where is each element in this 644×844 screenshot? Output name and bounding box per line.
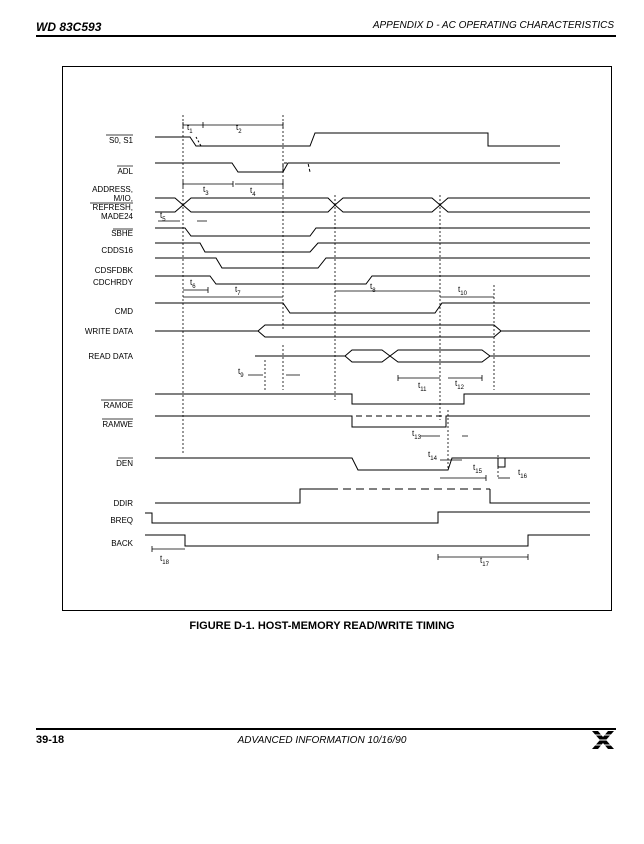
footer-notice: ADVANCED INFORMATION 10/16/90 — [237, 735, 407, 746]
svg-text:t3: t3 — [203, 185, 209, 197]
wd-logo-icon — [592, 731, 614, 749]
waveform-cdsfdbk — [155, 257, 590, 269]
t8-sub: 8 — [372, 288, 376, 294]
waveform-den — [155, 457, 590, 471]
svg-text:t18: t18 — [160, 554, 170, 566]
waveform-write-data — [155, 324, 590, 338]
svg-text:t11: t11 — [418, 381, 427, 393]
t18-sub: 18 — [162, 560, 169, 566]
label-den: DEN — [116, 459, 133, 468]
waveform-s0s1 — [155, 132, 560, 147]
svg-text:t10: t10 — [458, 285, 468, 297]
label-read-data: READ DATA — [88, 352, 133, 361]
svg-text:t4: t4 — [250, 186, 256, 198]
svg-text:t8: t8 — [370, 282, 376, 294]
t11-sub: 11 — [420, 387, 427, 393]
svg-text:t9: t9 — [238, 367, 244, 379]
label-ramoe: RAMOE — [104, 401, 133, 410]
svg-text:t1: t1 — [187, 123, 193, 135]
t7-sub: 7 — [237, 291, 241, 297]
header-section-title: APPENDIX D - AC OPERATING CHARACTERISTIC… — [372, 20, 614, 31]
header-rule — [36, 35, 616, 37]
waveform-sbhe — [155, 227, 590, 237]
t6-sub: 6 — [192, 284, 196, 290]
footer-rule — [36, 728, 616, 730]
waveform-ddir — [155, 488, 590, 504]
waveform-ramoe — [155, 393, 590, 405]
label-refresh: REFRESH, — [93, 203, 133, 212]
timing-reference-lines — [182, 115, 499, 478]
t5-sub: 5 — [162, 217, 166, 223]
label-ddir: DDIR — [113, 499, 133, 508]
t17-sub: 17 — [482, 562, 489, 568]
header-part-number: WD 83C593 — [36, 20, 102, 34]
waveform-cdchrdy — [155, 275, 590, 285]
timing-arrows — [151, 122, 529, 560]
svg-text:t12: t12 — [455, 379, 465, 391]
t13-sub: 13 — [414, 435, 421, 441]
t15-sub: 15 — [475, 469, 482, 475]
svg-text:t6: t6 — [190, 278, 196, 290]
signal-overlines — [90, 134, 133, 459]
waveform-address — [155, 197, 590, 213]
label-back: BACK — [111, 539, 133, 548]
label-write-data: WRITE DATA — [85, 327, 134, 336]
t4-sub: 4 — [252, 192, 256, 198]
svg-text:t5: t5 — [160, 211, 166, 223]
label-cmd: CMD — [115, 307, 133, 316]
label-cdchrdy: CDCHRDY — [93, 278, 134, 287]
waveform-adl — [155, 162, 560, 173]
waveform-back — [145, 534, 590, 547]
label-sbhe: SBHE — [111, 229, 133, 238]
svg-text:t7: t7 — [235, 285, 241, 297]
label-cdsfdbk: CDSFDBK — [95, 266, 134, 275]
figure-caption: FIGURE D-1. HOST-MEMORY READ/WRITE TIMIN… — [189, 620, 455, 632]
waveform-cmd — [155, 302, 590, 314]
waveform-read-data — [255, 349, 590, 363]
t12-sub: 12 — [457, 385, 464, 391]
waveform-cdds16 — [155, 242, 590, 253]
label-mio: M/IO, — [113, 194, 133, 203]
label-cdds16: CDDS16 — [101, 246, 133, 255]
label-s0s1: S0, S1 — [109, 136, 134, 145]
t1-sub: 1 — [189, 129, 193, 135]
waveform-breq — [145, 511, 590, 524]
signal-labels: S0, S1 ADL ADDRESS, M/IO, REFRESH, MADE2… — [85, 136, 134, 548]
t9-sub: 9 — [240, 373, 244, 379]
label-made24: MADE24 — [101, 212, 134, 221]
svg-text:t13: t13 — [412, 429, 422, 441]
timing-labels: t1 t2 t3 t4 t5 t6 t7 t8 t10 t9 t11 t12 t… — [160, 123, 528, 568]
label-breq: BREQ — [110, 516, 133, 525]
svg-text:t16: t16 — [518, 468, 528, 480]
t2-sub: 2 — [238, 129, 242, 135]
label-ramwe: RAMWE — [102, 420, 133, 429]
t16-sub: 16 — [520, 474, 527, 480]
svg-text:t17: t17 — [480, 556, 490, 568]
label-address: ADDRESS, — [92, 185, 133, 194]
figure-frame — [62, 66, 612, 611]
svg-text:t15: t15 — [473, 463, 483, 475]
label-adl: ADL — [117, 167, 133, 176]
t3-sub: 3 — [205, 191, 209, 197]
waveform-ramwe — [155, 415, 590, 428]
t14-sub: 14 — [430, 456, 437, 462]
t10-sub: 10 — [460, 291, 467, 297]
svg-text:t2: t2 — [236, 123, 242, 135]
footer-page-number: 39-18 — [36, 734, 65, 746]
svg-text:t14: t14 — [428, 450, 438, 462]
